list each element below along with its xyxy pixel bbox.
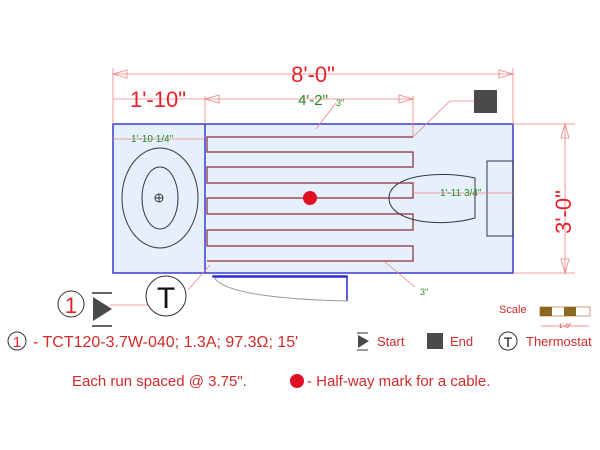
left-offset-label: 1'-10" [130,87,186,112]
bottom-gap-label: 3" [420,287,428,297]
door-swing [213,276,348,302]
legend-cable-spec: - TCT120-3.7W-040; 1.3A; 97.3Ω; 15' [33,334,298,351]
toilet-inner [141,166,179,230]
sink-oval [388,173,476,224]
left-clearance-label: 1'-10 1/4" [131,134,174,145]
scale-bar [539,306,591,327]
vanity [486,160,514,237]
spacing-note: Each run spaced @ 3.75". [72,373,247,390]
door [212,275,348,278]
svg-text:T: T [157,282,175,315]
legend-thermostat-icon: T [498,331,518,351]
legend-thermostat-label: Thermostat [526,334,592,349]
legend-halfway-icon [290,374,304,388]
svg-text:T: T [504,334,513,350]
legend-cable-icon: 1 [7,331,27,351]
toilet-outer [121,147,199,249]
svg-text:1: 1 [13,334,21,351]
svg-text:1: 1 [65,293,77,318]
overall-length-label: 8'-0" [291,62,335,87]
drain-icon [154,193,164,203]
halfway-note: - Half-way mark for a cable. [307,373,490,390]
thermostat-marker: T [145,275,187,317]
legend-start-label: Start [377,334,405,349]
cable-number-marker: 1 [57,290,85,318]
end-marker-icon [474,90,497,113]
legend-end-icon [427,333,443,349]
heated-length-label: 4'-2" [298,92,328,109]
legend-start-icon [357,332,369,351]
legend-end-label: End [450,334,473,349]
right-clearance-label: 1'-11 3/4" [440,188,482,199]
dimension-lines [110,68,575,306]
overall-width-label: 3'-0" [551,190,576,234]
top-gap-label: 3" [336,98,344,108]
scale-length: 1'-0" [559,324,571,330]
scale-label: Scale [499,304,527,316]
start-marker-icon [92,292,112,327]
halfway-mark [303,191,317,205]
